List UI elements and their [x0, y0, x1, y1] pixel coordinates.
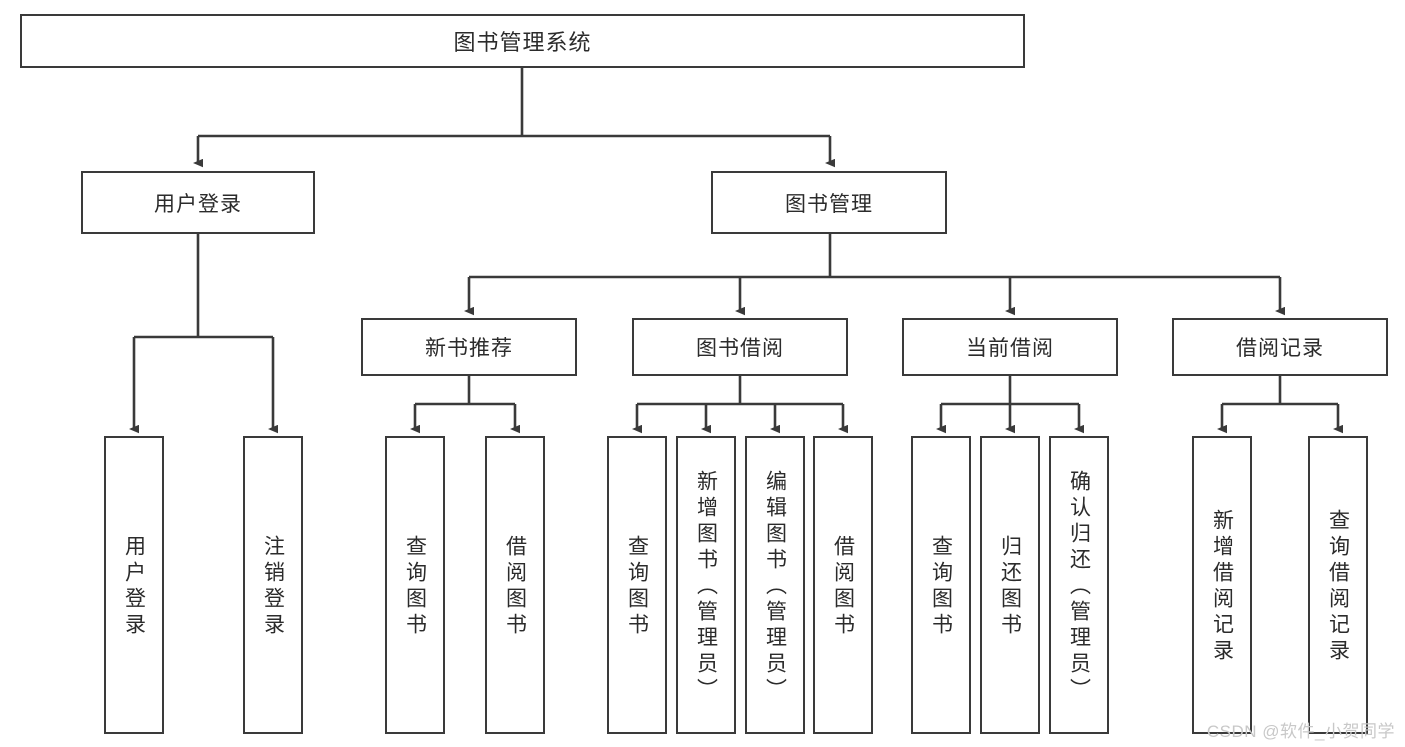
node-label: 用户登录 [122, 535, 146, 639]
node-root-system[interactable]: 图书管理系统 [20, 14, 1025, 68]
node-book-management[interactable]: 图书管理 [711, 171, 947, 234]
node-label: 借阅图书 [831, 535, 855, 639]
node-current-borrow[interactable]: 当前借阅 [902, 318, 1118, 376]
csdn-watermark: CSDN @软件_小贺同学 [1206, 722, 1395, 741]
node-leaf-edit-book[interactable]: 编辑图书（管理员） [745, 436, 805, 734]
node-leaf-add-book[interactable]: 新增图书（管理员） [676, 436, 736, 734]
node-leaf-logout[interactable]: 注销登录 [243, 436, 303, 734]
node-leaf-query-record[interactable]: 查询借阅记录 [1308, 436, 1368, 734]
node-label: 新增借阅记录 [1210, 509, 1234, 665]
node-leaf-return-book[interactable]: 归还图书 [980, 436, 1040, 734]
node-label: 查询图书 [929, 535, 953, 639]
node-leaf-borrow-book-2[interactable]: 借阅图书 [813, 436, 873, 734]
node-book-borrow[interactable]: 图书借阅 [632, 318, 848, 376]
node-label: 注销登录 [261, 535, 285, 639]
node-leaf-add-record[interactable]: 新增借阅记录 [1192, 436, 1252, 734]
node-leaf-user-login[interactable]: 用户登录 [104, 436, 164, 734]
node-label: 编辑图书（管理员） [763, 470, 787, 704]
node-label: 查询图书 [403, 535, 427, 639]
node-label: 查询图书 [625, 535, 649, 639]
node-new-book-recommend[interactable]: 新书推荐 [361, 318, 577, 376]
node-user-login[interactable]: 用户登录 [81, 171, 315, 234]
node-leaf-query-book-3[interactable]: 查询图书 [911, 436, 971, 734]
node-label: 确认归还（管理员） [1067, 470, 1091, 704]
node-label: 查询借阅记录 [1326, 509, 1350, 665]
node-leaf-confirm-return[interactable]: 确认归还（管理员） [1049, 436, 1109, 734]
node-leaf-query-book-2[interactable]: 查询图书 [607, 436, 667, 734]
node-leaf-query-book-1[interactable]: 查询图书 [385, 436, 445, 734]
node-leaf-borrow-book-1[interactable]: 借阅图书 [485, 436, 545, 734]
node-borrow-record[interactable]: 借阅记录 [1172, 318, 1388, 376]
node-label: 借阅图书 [503, 535, 527, 639]
connector-lines [129, 68, 1343, 434]
node-label: 归还图书 [998, 535, 1022, 639]
node-label: 新增图书（管理员） [694, 470, 718, 704]
